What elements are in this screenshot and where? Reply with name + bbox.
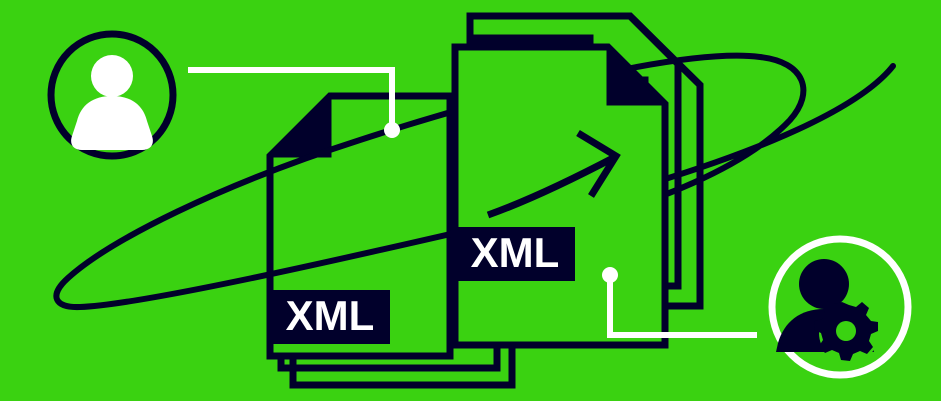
user-icon-body (71, 96, 153, 150)
user-settings-icon-circle (768, 235, 912, 379)
user-to-document-connector-dot (384, 122, 400, 138)
user-to-document-connector (188, 67, 400, 138)
document-to-admin-connector (602, 267, 757, 338)
arrow-shaft (486, 153, 617, 219)
user-icon[interactable] (47, 30, 177, 160)
front-document-xml-tag-background (455, 227, 575, 281)
front-xml-document-fold (606, 43, 669, 106)
arrow-head (576, 130, 621, 198)
user-settings-icon-gear (814, 300, 879, 363)
back-document-xml-tag-background (270, 290, 390, 344)
back-document-xml-tag: XML (270, 290, 390, 344)
left-xml-document-fold (266, 92, 332, 158)
user-settings-icon-head (799, 259, 849, 309)
user-icon-head (91, 55, 133, 97)
user-to-document-connector-line (188, 67, 395, 124)
front-document-xml-tag-label: XML (471, 229, 560, 276)
front-document-xml-tag: XML (455, 227, 575, 281)
back-document-xml-tag-label: XML (286, 292, 375, 339)
document-to-admin-connector-line (607, 281, 757, 338)
document-to-admin-connector-dot (602, 267, 618, 283)
user-settings-icon[interactable] (768, 235, 912, 379)
user-icon-circle (47, 30, 177, 160)
